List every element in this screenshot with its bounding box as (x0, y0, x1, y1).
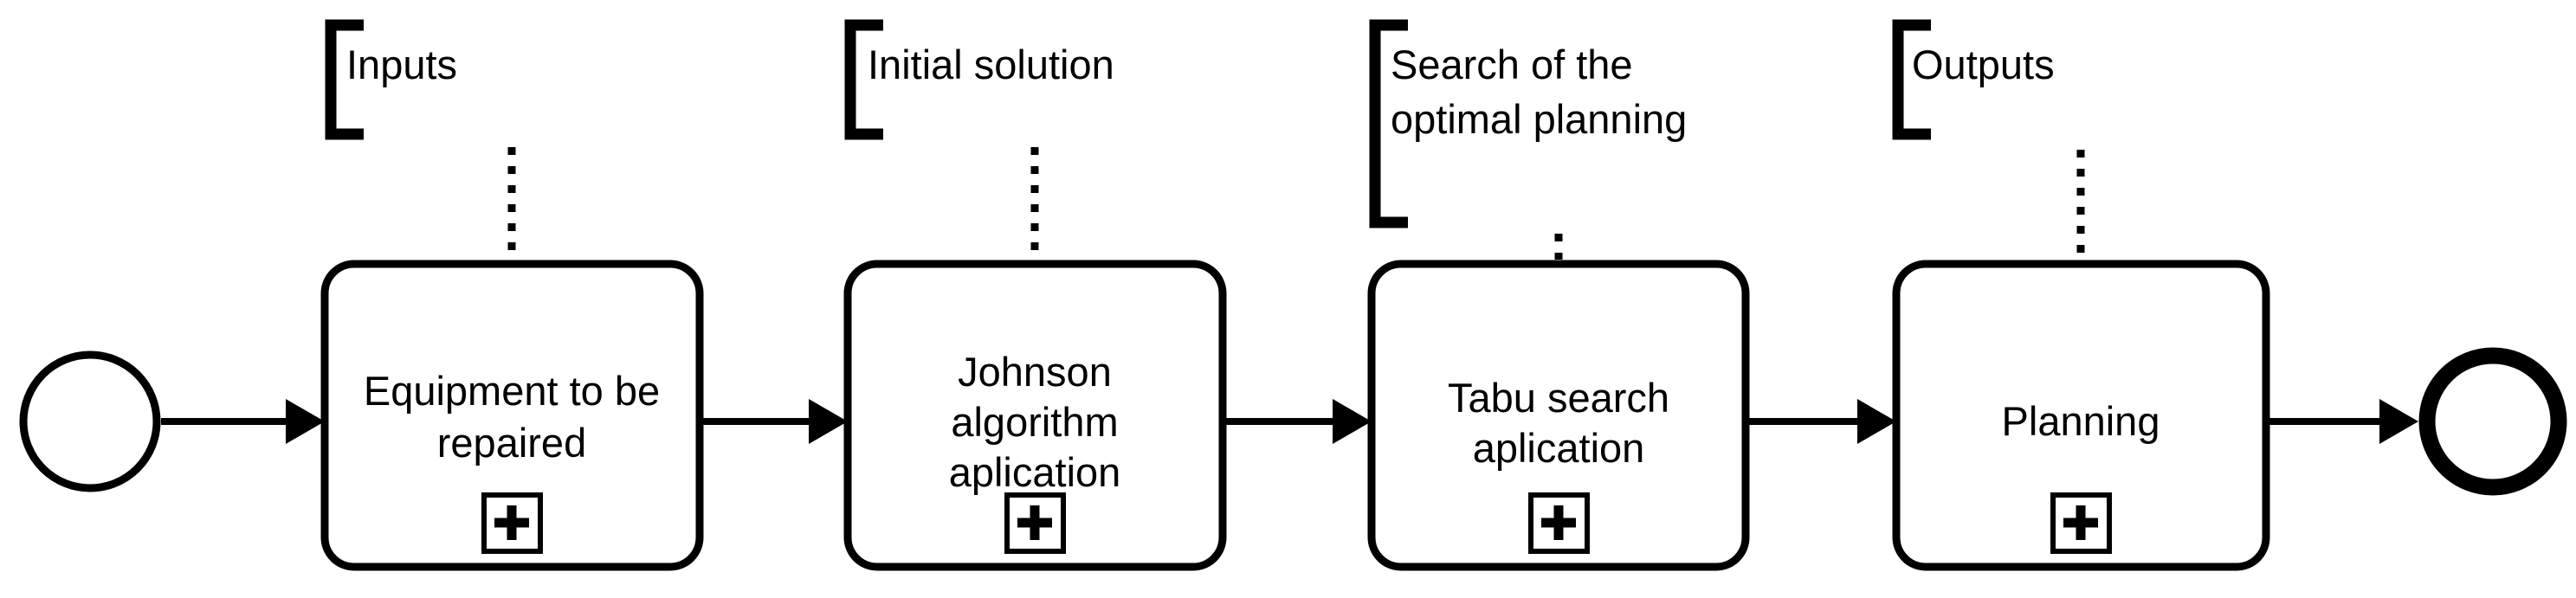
task-johnson-label-line1: Johnson (958, 349, 1112, 395)
task-johnson-algorithm: Johnson algorithm aplication (843, 260, 1227, 571)
flow-start-to-task1 (161, 399, 325, 444)
subprocess-plus-icon (2050, 492, 2112, 554)
task-tabu-label-line2: aplication (1473, 425, 1645, 471)
task-tabu-search: Tabu search aplication (1367, 260, 1750, 571)
task-johnson-label-line2: algorithm (951, 399, 1118, 445)
bracket-search-optimal (1369, 19, 1408, 228)
task-planning-label-line1: Planning (2002, 398, 2160, 444)
annotation-search-optimal-label-line1: Search of the (1391, 42, 1633, 87)
annotation-initial-solution-label: Initial solution (868, 42, 1114, 87)
annotation-search-optimal-label-line2: optimal planning (1391, 96, 1687, 142)
task-equipment-label-line2: repaired (437, 420, 586, 466)
task-equipment-to-be-repaired: Equipment to be repaired (320, 260, 704, 571)
task-planning-shape (1892, 260, 2270, 571)
subprocess-plus-icon (481, 492, 543, 554)
bracket-outputs (1892, 19, 1931, 140)
task-tabu-shape (1367, 260, 1750, 571)
flow-task3-to-task4 (1746, 399, 1896, 444)
flow-task4-to-end (2266, 399, 2418, 444)
association-lines (507, 147, 2085, 260)
task-johnson-label-line3: aplication (949, 449, 1121, 495)
sequence-flows (161, 399, 2418, 444)
subprocess-plus-icon (1004, 492, 1066, 554)
annotation-inputs-label: Inputs (346, 42, 457, 87)
bracket-initial-solution (844, 19, 883, 140)
task-equipment-shape (320, 260, 704, 571)
start-event-circle (19, 350, 161, 492)
end-event-circle (2418, 347, 2567, 496)
flow-task1-to-task2 (700, 399, 848, 444)
annotation-brackets (325, 19, 1931, 228)
flow-task2-to-task3 (1223, 399, 1372, 444)
task-johnson-shape (843, 260, 1227, 571)
task-equipment-label-line1: Equipment to be (364, 368, 660, 414)
task-planning: Planning (1892, 260, 2270, 571)
subprocess-plus-icon (1528, 492, 1590, 554)
annotation-outputs-label: Outputs (1912, 42, 2055, 87)
bracket-inputs (325, 19, 364, 140)
task-tabu-label-line1: Tabu search (1448, 375, 1669, 421)
